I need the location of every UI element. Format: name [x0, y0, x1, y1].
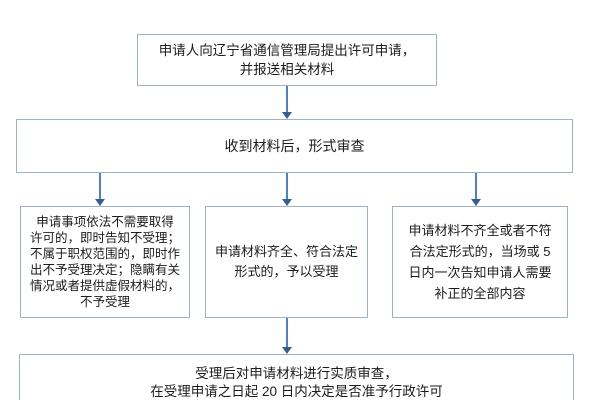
arrow-down-icon: [471, 199, 481, 206]
arrow-shaft: [475, 173, 477, 200]
text-line: 情况或者提供虚假材料的，: [29, 279, 180, 293]
arrow-submit-to-review: [282, 86, 292, 119]
text-line: 申请人向辽宁省通信管理局提出许可申请，: [158, 43, 416, 58]
text-line: 受理后对申请材料进行实质审查，: [195, 366, 398, 381]
accept-box: 申请材料齐全、符合法定形式的，予以受理: [205, 206, 368, 318]
arrow-review-to-accept: [282, 173, 292, 206]
text-line: 不属于职权范围的，即时作: [29, 247, 180, 261]
text-line: 并报送相关材料: [239, 62, 335, 77]
formal-review-label: 收到材料后，形式审查: [224, 137, 365, 154]
supplement-box: 申请材料不齐全或者不符合法定形式的，当场或 5 日内一次告知申请人需要补正的全部内…: [392, 206, 568, 318]
arrow-down-icon: [282, 199, 292, 206]
text-line: 日内一次告知申请人需要: [408, 265, 552, 280]
substantive-review-decision-box: 受理后对申请材料进行实质审查， 在受理申请之日起 20 日内决定是否准予行政许可: [19, 354, 574, 400]
text-line: 合法定形式的，当场或 5: [409, 244, 551, 259]
text-line: 出不予受理决定；隐瞒有关: [29, 263, 180, 277]
text-line: 形式的，予以受理: [234, 264, 339, 279]
text-line: 申请材料不齐全或者不符: [408, 223, 552, 238]
arrow-shaft: [286, 318, 288, 348]
arrow-review-to-supplement: [471, 173, 481, 206]
arrow-down-icon: [282, 347, 292, 354]
arrow-review-to-reject: [95, 173, 105, 206]
arrow-down-icon: [95, 199, 105, 206]
text-line: 许可的，即时告知不受理；: [29, 231, 180, 245]
arrow-shaft: [286, 86, 288, 113]
arrow-shaft: [99, 173, 101, 200]
text-line: 补正的全部内容: [434, 286, 526, 301]
formal-review-box: 收到材料后，形式审查: [16, 119, 573, 173]
text-line: 不予受理: [79, 295, 130, 309]
text-line: 申请事项依法不需要取得: [36, 215, 174, 229]
arrow-accept-to-decision: [282, 318, 292, 354]
text-line: 在受理申请之日起 20 日内决定是否准予行政许可: [150, 384, 443, 399]
application-submit-box: 申请人向辽宁省通信管理局提出许可申请， 并报送相关材料: [137, 34, 437, 86]
arrow-shaft: [286, 173, 288, 200]
text-line: 申请材料齐全、符合法定: [214, 244, 358, 259]
reject-box: 申请事项依法不需要取得许可的，即时告知不受理； 不属于职权范围的，即时作出不予受理…: [20, 206, 190, 318]
arrow-down-icon: [282, 112, 292, 119]
